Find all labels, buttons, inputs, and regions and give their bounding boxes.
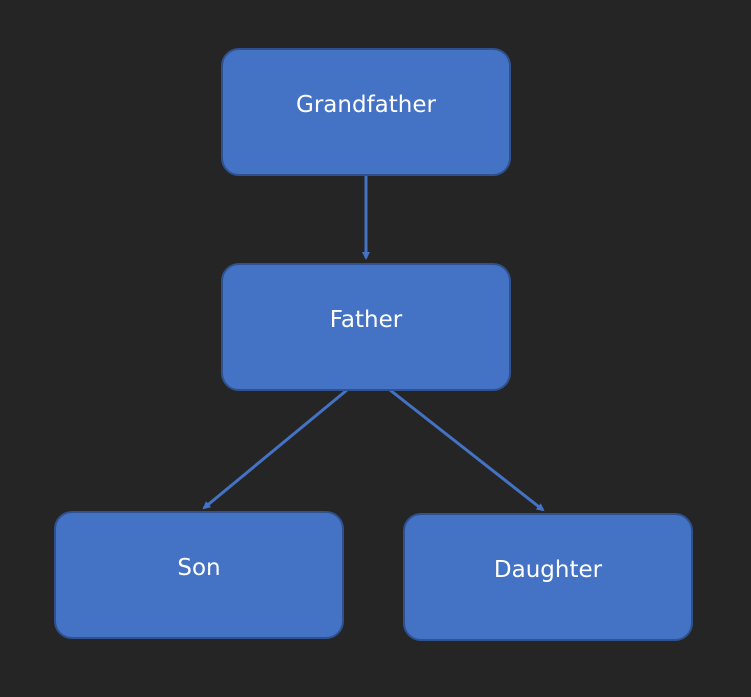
node-son[interactable]: Son	[54, 511, 344, 639]
node-grandfather[interactable]: Grandfather	[221, 48, 511, 176]
node-father[interactable]: Father	[221, 263, 511, 391]
node-label: Son	[177, 555, 221, 581]
node-label: Father	[329, 307, 403, 333]
node-daughter[interactable]: Daughter	[403, 513, 693, 641]
edge-father-daughter	[389, 388, 545, 512]
node-label: Grandfather	[296, 92, 436, 118]
edge-father-son	[202, 388, 348, 510]
node-label: Daughter	[493, 557, 603, 583]
